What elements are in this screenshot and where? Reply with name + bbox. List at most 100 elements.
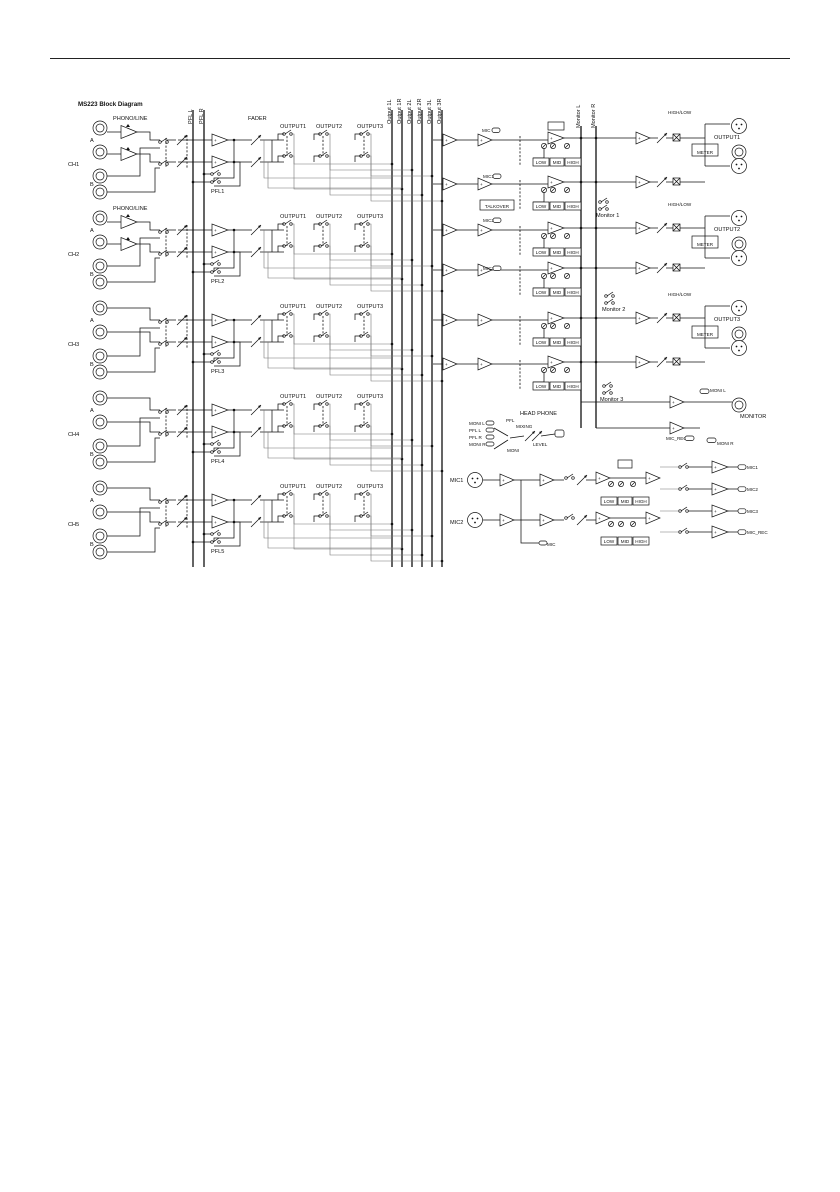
bus-feed	[291, 493, 392, 525]
potentiometer-arrow-icon	[664, 357, 667, 360]
switch-lever-icon	[160, 159, 168, 165]
hp-input-label: PFL R	[469, 435, 483, 440]
wire	[520, 480, 540, 544]
bus-feed	[327, 335, 422, 376]
wire	[107, 347, 160, 373]
header-rule	[50, 58, 790, 59]
eq-high-box-label: HIGH	[635, 499, 646, 504]
mic-rec-label: MIC_REC	[666, 436, 687, 441]
amplifier-icon	[547, 355, 565, 369]
junction-dot	[202, 172, 206, 176]
wire	[313, 493, 320, 500]
bus-feed	[291, 335, 402, 370]
switch-lever-icon	[284, 399, 292, 405]
knob-mark-icon	[608, 481, 614, 487]
bus-feed	[368, 223, 432, 267]
bus-feed	[327, 245, 422, 286]
output-label-3: OUTPUT3	[357, 304, 383, 310]
bus-feed	[327, 425, 422, 466]
switch-contact-icon	[158, 342, 162, 346]
switch-lever-icon	[284, 219, 292, 225]
switch-lever-icon	[604, 388, 612, 394]
xlr-pin-icon	[740, 163, 743, 166]
rca-jack-inner-icon	[734, 147, 744, 157]
knob-mark-icon	[618, 481, 624, 487]
switch-contact-icon	[571, 516, 575, 520]
junction-dot	[400, 547, 404, 551]
eq-high-box-label: HIGH	[567, 290, 578, 295]
plug-icon	[737, 529, 747, 535]
output-jack-label: OUTPUT1	[714, 135, 740, 141]
potentiometer-arrow-icon	[184, 405, 187, 408]
amplifier-icon	[595, 511, 611, 525]
wire	[277, 335, 284, 342]
eq-mid-box	[549, 157, 565, 167]
input-b-label: B	[90, 362, 94, 368]
switch-lever-icon	[680, 506, 688, 512]
junction-dot	[440, 379, 444, 383]
potentiometer-arrow-icon	[258, 247, 261, 250]
switch-contact-icon	[611, 294, 615, 298]
plug-icon	[706, 437, 717, 443]
bus-feed	[291, 223, 392, 255]
potentiometer-arrow-icon	[184, 517, 187, 520]
wire	[137, 131, 160, 141]
pfl-label-1: PFL1	[211, 189, 224, 195]
bus-feed	[263, 320, 392, 359]
output-label-1: OUTPUT1	[280, 214, 306, 220]
mic-output-label: MIC3	[747, 509, 758, 514]
amplifier-sign: +	[550, 180, 553, 185]
xlr-pin-icon	[738, 259, 740, 262]
amplifier-icon	[635, 261, 651, 275]
knob-mark-icon	[618, 521, 624, 527]
bus-feed	[291, 155, 402, 190]
switch-contact-icon	[210, 262, 214, 266]
wire	[540, 433, 556, 437]
eq-low-box-label: LOW	[604, 499, 615, 504]
wire	[509, 435, 525, 439]
knob-mark-icon	[550, 323, 556, 329]
xlr-pin-icon	[738, 309, 740, 312]
amplifier-sign: +	[214, 520, 217, 525]
bus-feed	[327, 493, 412, 531]
switch-contact-icon	[158, 432, 162, 436]
potentiometer-arrow-icon	[184, 427, 187, 430]
amplifier-icon	[635, 311, 651, 325]
input-a-label: A	[90, 138, 94, 144]
input-a-label: A	[90, 498, 94, 504]
amplifier-sign: +	[214, 160, 217, 165]
junction-dot	[430, 174, 434, 178]
switch-contact-icon	[564, 476, 568, 480]
channel-name-3: CH3	[68, 342, 79, 348]
wire	[313, 245, 320, 252]
wire	[214, 251, 241, 277]
potentiometer-arrow-icon	[258, 427, 261, 430]
bus-feed	[291, 425, 402, 460]
xlr-pin-icon	[471, 517, 474, 520]
switch-contact-icon	[158, 140, 162, 144]
mic-tap-label: MIC	[547, 542, 556, 547]
junction-dot	[390, 432, 394, 436]
rca-jack-inner-icon	[95, 171, 105, 181]
rca-jack-inner-icon	[95, 531, 105, 541]
amplifier-icon	[547, 311, 565, 325]
potentiometer-arrow-icon	[664, 263, 667, 266]
eq-high-box-label: HIGH	[567, 160, 578, 165]
bus-feed	[368, 155, 442, 202]
rca-jack-inner-icon	[95, 507, 105, 517]
phono-line-label: PHONO/LINE	[113, 206, 148, 212]
monitor-selector-label: Monitor 3	[600, 397, 623, 403]
amplifier-icon	[211, 133, 229, 147]
junction-dot	[390, 162, 394, 166]
eq-low-box-label: LOW	[604, 539, 615, 544]
mic2-label: MIC2	[450, 520, 463, 526]
eq-high-box	[564, 201, 582, 211]
junction-dot	[594, 136, 598, 140]
switch-lever-icon	[680, 462, 688, 468]
wire	[107, 237, 160, 267]
switch-contact-icon	[685, 509, 689, 513]
wire	[313, 313, 320, 320]
amplifier-icon	[211, 493, 229, 507]
bus-feed	[368, 425, 442, 472]
xlr-jack-icon	[467, 472, 483, 488]
